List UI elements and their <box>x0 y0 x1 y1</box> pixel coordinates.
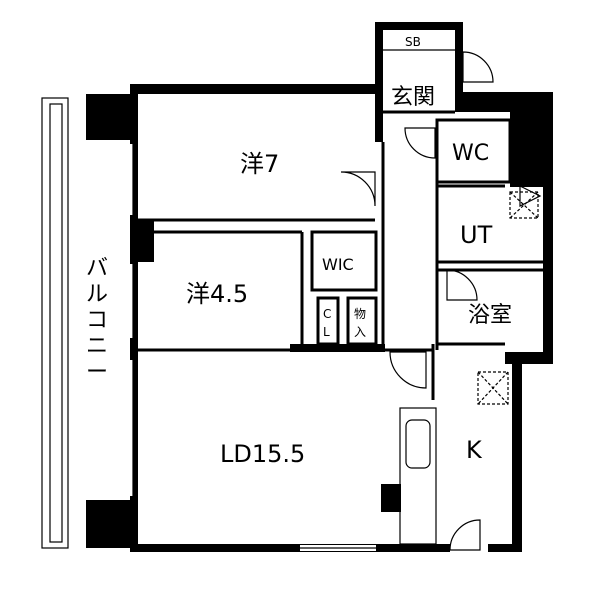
balcony-label-char-4: ニ <box>86 334 108 359</box>
room-label-utility: UT <box>460 221 493 249</box>
room-label-shoe-box: SB <box>405 35 421 49</box>
room-label-bathroom: 浴室 <box>468 303 512 328</box>
doors <box>340 51 542 551</box>
room-label-storage-1: 物 <box>354 307 366 321</box>
balcony <box>41 97 69 549</box>
interior-walls <box>130 49 548 400</box>
room-label-toilet: WC <box>452 141 489 166</box>
windows <box>127 144 376 551</box>
room-label-kitchen: K <box>466 436 483 464</box>
room-label-closet-l: L <box>323 325 330 339</box>
room-label-living-dining: LD15.5 <box>220 440 305 468</box>
room-label-entrance: 玄関 <box>391 85 435 110</box>
balcony-label-char-5: ー <box>86 360 108 385</box>
balcony-label-char-3: コ <box>86 308 108 333</box>
room-label-bedroom-4-5: 洋4.5 <box>186 280 248 308</box>
balcony-label-char-2: ル <box>86 282 108 307</box>
room-label-walk-in-closet: WIC <box>322 255 354 274</box>
room-label-bedroom-7: 洋7 <box>240 150 279 178</box>
balcony-label-char-1: バ <box>86 256 108 281</box>
room-label-storage-2: 入 <box>354 325 366 339</box>
room-label-closet-c: C <box>323 307 331 321</box>
fixtures <box>399 191 539 545</box>
exterior-walls <box>86 22 553 552</box>
